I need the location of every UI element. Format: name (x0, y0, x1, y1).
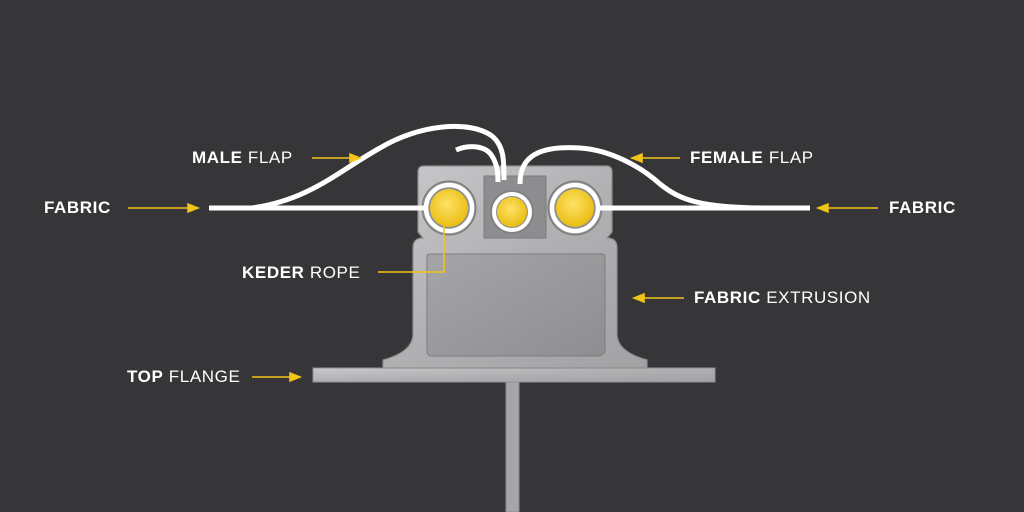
label-fabric-left-bold: FABRIC (44, 198, 111, 217)
support-post (505, 381, 520, 512)
label-fabric-extrusion: FABRIC EXTRUSION (694, 288, 871, 308)
label-keder-rope-regular: ROPE (309, 263, 361, 282)
label-fabric-extrusion-regular: EXTRUSION (766, 288, 871, 307)
label-keder-rope: KEDER ROPE (242, 263, 360, 283)
keder-rope-right (556, 189, 594, 227)
label-male-flap-regular: FLAP (247, 148, 293, 167)
label-female-flap-regular: FLAP (768, 148, 814, 167)
keder-rope-center (497, 197, 527, 227)
keder-leader-line (378, 222, 445, 273)
arrow-fabric-right (815, 202, 878, 214)
label-keder-rope-bold: KEDER (242, 263, 305, 282)
label-female-flap: FEMALE FLAP (690, 148, 814, 168)
label-fabric-extrusion-bold: FABRIC (694, 288, 761, 307)
label-top-flange-bold: TOP (127, 367, 164, 386)
fabric-wrap-left (423, 182, 475, 234)
label-top-flange: TOP FLANGE (127, 367, 240, 387)
label-fabric-right-bold: FABRIC (889, 198, 956, 217)
label-fabric-left: FABRIC (44, 198, 111, 218)
arrow-top-flange (252, 371, 303, 383)
fabric-wrap-right (549, 182, 601, 234)
fabric-wrap-center (492, 192, 532, 232)
male-flap (251, 123, 507, 211)
label-top-flange-regular: FLANGE (168, 367, 241, 386)
label-fabric-right: FABRIC (889, 198, 956, 218)
arrow-female-flap (629, 152, 680, 164)
top-flange (312, 367, 716, 383)
label-female-flap-bold: FEMALE (690, 148, 764, 167)
male-flap-inner (455, 144, 501, 183)
arrow-fabric-extrusion (631, 292, 684, 304)
arrow-fabric-left (128, 202, 201, 214)
keder-rope-left (430, 189, 468, 227)
label-male-flap-bold: MALE (192, 148, 243, 167)
label-male-flap: MALE FLAP (192, 148, 293, 168)
extrusion-cavity (426, 253, 606, 357)
female-flap (517, 145, 771, 211)
arrow-male-flap (312, 152, 363, 164)
